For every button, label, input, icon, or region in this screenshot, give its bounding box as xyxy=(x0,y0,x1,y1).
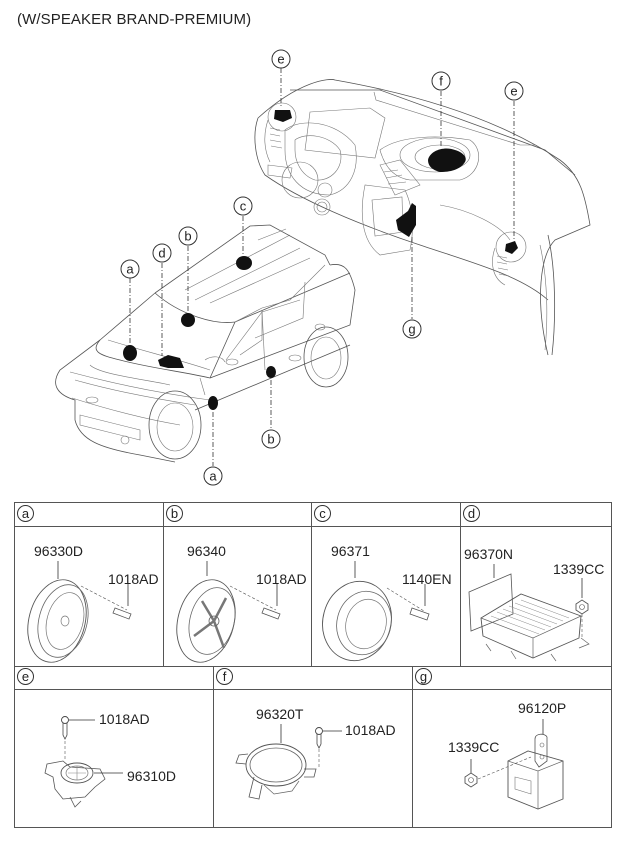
callout-a-bottom: a xyxy=(203,466,223,486)
part-number-1018AD: 1018AD xyxy=(99,711,150,727)
amp-mark xyxy=(158,355,184,368)
parts-row2-body: 1018AD 96310D 96320T 1018AD xyxy=(15,689,611,828)
callout-b-top: b xyxy=(178,226,198,246)
header-cell-a: a xyxy=(15,503,164,526)
svg-text:b: b xyxy=(267,432,274,447)
part-number-96330D: 96330D xyxy=(34,543,84,559)
pillar-speaker-mark xyxy=(181,313,195,327)
key-badge-g: g xyxy=(415,668,432,685)
key-badge-c: c xyxy=(314,505,331,522)
diagram-title: (W/SPEAKER BRAND-PREMIUM) xyxy=(17,11,252,28)
parts-row1-body: 96330D 1018AD 96340 1018AD xyxy=(15,526,611,667)
header-cell-f: f xyxy=(214,666,413,689)
header-cell-b: b xyxy=(164,503,312,526)
svg-text:b: b xyxy=(184,229,191,244)
callout-d: d xyxy=(152,243,172,263)
callout-c: c xyxy=(233,196,253,216)
amplifier-drawing xyxy=(468,564,590,662)
key-badge-a: a xyxy=(17,505,34,522)
callout-b-bottom: b xyxy=(261,429,281,449)
woofer-speaker-drawing xyxy=(322,561,430,662)
tweeter-speaker-drawing xyxy=(44,716,123,808)
callout-e-right: e xyxy=(504,81,524,101)
module-mark xyxy=(396,203,416,237)
parts-table: a b c d 96330D 1018AD 96340 1018AD xyxy=(14,502,612,828)
part-number-96371: 96371 xyxy=(331,543,370,559)
part-cell-f: 96320T 1018AD xyxy=(214,689,413,828)
part-cell-c: 96371 1140EN xyxy=(312,526,461,666)
header-cell-d: d xyxy=(461,503,611,526)
part-number-96340: 96340 xyxy=(187,543,226,559)
center-speaker-drawing xyxy=(235,724,342,800)
part-number-1339CC: 1339CC xyxy=(553,561,605,577)
svg-text:e: e xyxy=(277,52,284,67)
part-number-1339CC: 1339CC xyxy=(448,739,500,755)
rear-door-speaker-drawing xyxy=(176,561,281,663)
part-cell-a: 96330D 1018AD xyxy=(15,526,164,666)
tweeter-left-mark xyxy=(274,110,292,122)
leader-lines xyxy=(129,68,515,466)
header-cell-c: c xyxy=(312,503,461,526)
vehicle-audio-illustration: e f e g a d b c a b xyxy=(55,49,591,486)
callout-a-top: a xyxy=(120,259,140,279)
dashboard-drawing xyxy=(254,79,591,356)
vehicle-drawing xyxy=(55,224,356,463)
callout-f: f xyxy=(431,71,451,91)
module-drawing xyxy=(464,719,564,810)
part-number-96120P: 96120P xyxy=(518,700,567,716)
part-number-96320T: 96320T xyxy=(256,706,304,722)
part-cell-g: 96120P 1339CC xyxy=(413,689,611,828)
part-cell-b: 96340 1018AD xyxy=(164,526,312,666)
key-badge-e: e xyxy=(17,668,34,685)
part-number-96310D: 96310D xyxy=(127,768,177,784)
svg-text:c: c xyxy=(240,199,247,214)
rear-door-speaker-mark xyxy=(266,366,276,378)
header-cell-g: g xyxy=(413,666,611,689)
front-door-speaker-drawing xyxy=(27,561,132,663)
header-cell-e: e xyxy=(15,666,214,689)
part-number-96370N: 96370N xyxy=(464,546,514,562)
part-number-1018AD: 1018AD xyxy=(108,571,159,587)
part-number-1018AD: 1018AD xyxy=(256,571,307,587)
callout-g: g xyxy=(402,319,422,339)
part-number-1018AD: 1018AD xyxy=(345,722,396,738)
svg-text:f: f xyxy=(439,74,443,89)
windshield-speaker-mark xyxy=(123,345,137,361)
svg-text:e: e xyxy=(510,84,517,99)
svg-text:a: a xyxy=(126,262,134,277)
front-door-speaker-mark xyxy=(208,396,218,410)
part-cell-e: 1018AD 96310D xyxy=(15,689,214,828)
roof-speaker-mark xyxy=(236,256,252,270)
svg-text:g: g xyxy=(408,322,415,337)
key-badge-f: f xyxy=(216,668,233,685)
key-badge-b: b xyxy=(166,505,183,522)
tweeter-right-mark xyxy=(505,241,518,254)
center-speaker-mark xyxy=(428,148,466,172)
callout-e-left: e xyxy=(271,49,291,69)
parts-row2-header: e f g xyxy=(15,666,611,690)
parts-row1-header: a b c d xyxy=(15,503,611,527)
part-cell-d: 96370N 1339CC xyxy=(461,526,611,666)
svg-text:d: d xyxy=(158,246,165,261)
key-badge-d: d xyxy=(463,505,480,522)
svg-text:a: a xyxy=(209,469,217,484)
part-number-1140EN: 1140EN xyxy=(402,571,452,587)
